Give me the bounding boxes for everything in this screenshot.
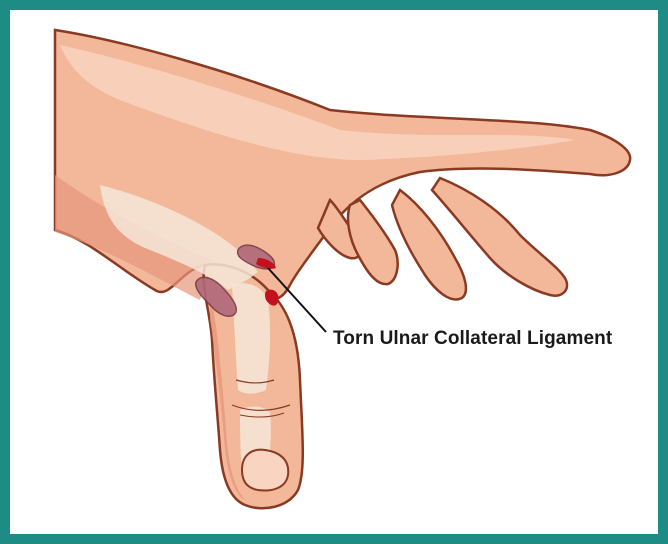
thumb-nail xyxy=(242,450,288,491)
annotation-label: Torn Ulnar Collateral Ligament xyxy=(333,328,612,350)
finger-2 xyxy=(348,200,398,284)
proximal-phalanx-bone xyxy=(232,283,270,394)
